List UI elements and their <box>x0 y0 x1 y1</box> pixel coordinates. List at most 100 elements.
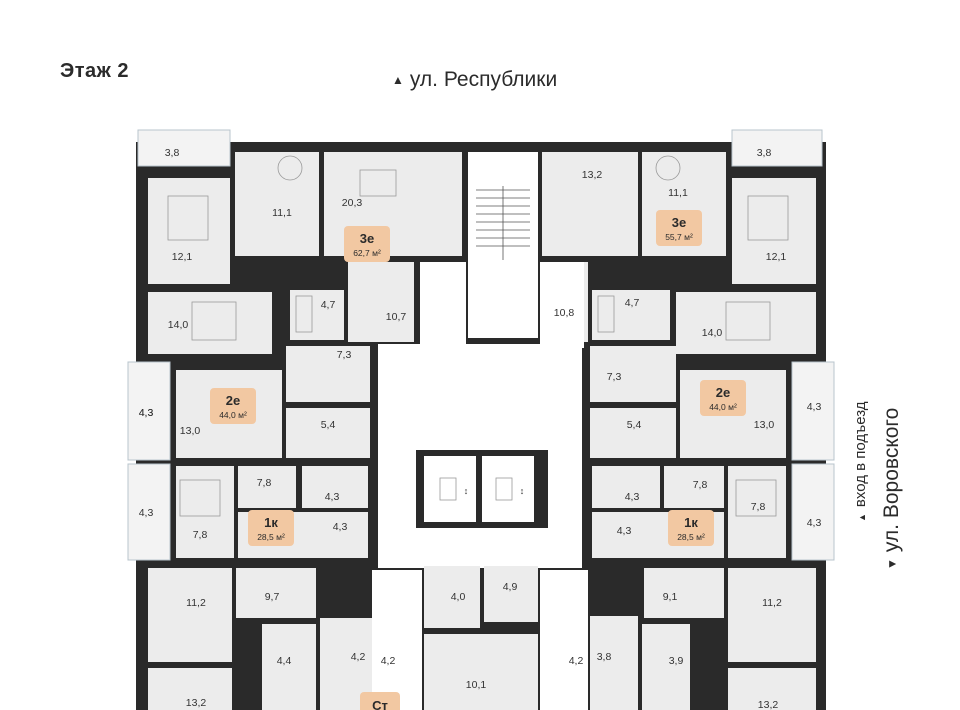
room-area: 4,2 <box>381 655 396 667</box>
room <box>148 178 230 284</box>
room-area: 3,8 <box>597 651 612 663</box>
room <box>148 668 232 710</box>
room-area: 12,1 <box>766 251 787 263</box>
room-area: 4,9 <box>503 581 518 593</box>
balcony <box>731 129 823 167</box>
room-area: 13,2 <box>582 169 603 181</box>
room-area: 4,3 <box>625 491 640 503</box>
room-area: 10,7 <box>386 311 407 323</box>
elevator-arrows-icon: ↕ <box>464 486 469 496</box>
room-area: 9,7 <box>265 591 280 603</box>
unit-type: 2е <box>716 385 730 400</box>
bathtub <box>295 295 313 333</box>
room-area: 9,1 <box>663 591 678 603</box>
balcony <box>791 463 835 561</box>
bed <box>191 301 237 341</box>
room-area: 4,3 <box>807 517 822 529</box>
room <box>484 566 538 622</box>
bed <box>735 479 777 517</box>
unit-area: 62,7 м² <box>353 248 381 258</box>
room <box>302 466 368 508</box>
unit-badge: 3е 55,7 м² <box>656 210 702 246</box>
bed <box>725 301 771 341</box>
balcony <box>127 463 171 561</box>
room-area: 4,7 <box>625 297 640 309</box>
corridor <box>540 570 588 710</box>
table <box>655 155 681 181</box>
room-area: 3,8 <box>757 147 772 159</box>
elevator-car <box>424 456 476 522</box>
unit-badge: 2е 44,0 м² <box>210 388 256 424</box>
room-area: 7,8 <box>693 479 708 491</box>
unit-area: 55,7 м² <box>665 232 693 242</box>
room <box>732 178 816 284</box>
room-area: 10,1 <box>466 679 487 691</box>
table <box>277 155 303 181</box>
bathtub <box>597 295 615 333</box>
street-label-top: ▲ ул. Республики <box>392 68 557 92</box>
unit-badge: 1к 28,5 м² <box>248 510 294 546</box>
bed <box>747 195 789 241</box>
room <box>590 346 676 402</box>
room-area: 4,7 <box>321 299 336 311</box>
room-area: 4,3 <box>139 507 154 519</box>
street-top-text: ул. Республики <box>409 68 558 91</box>
room <box>236 568 316 618</box>
room <box>286 408 370 458</box>
room-area: 3,9 <box>669 655 684 667</box>
room-area: 14,0 <box>702 327 723 339</box>
room-area: 11,2 <box>762 597 782 609</box>
room-area: 4,2 <box>351 651 366 663</box>
room-area: 7,3 <box>607 371 622 383</box>
room-area: 7,8 <box>751 501 766 513</box>
unit-type: Ст <box>372 698 388 710</box>
room-area: 14,0 <box>168 319 189 331</box>
bed <box>167 195 209 241</box>
balcony <box>791 361 835 461</box>
room-area: 4,3 <box>807 401 822 413</box>
room-area: 5,4 <box>321 419 336 431</box>
room-area: 11,2 <box>186 597 206 609</box>
room <box>664 466 724 508</box>
room-area: 4,3 <box>325 491 340 503</box>
room <box>590 408 676 458</box>
room-area: 4,0 <box>451 591 466 603</box>
balcony <box>127 361 171 461</box>
room-area: 4,2 <box>569 655 584 667</box>
room-area: 4,3 <box>139 407 154 419</box>
room <box>348 262 414 342</box>
elevator-door <box>495 477 513 501</box>
room <box>542 152 638 256</box>
balcony <box>137 129 231 167</box>
unit-type: 3е <box>360 231 374 246</box>
unit-area: 44,0 м² <box>219 410 247 420</box>
unit-area: 28,5 м² <box>677 532 705 542</box>
unit-badge: 1к 28,5 м² <box>668 510 714 546</box>
room-area: 13,2 <box>186 697 207 709</box>
arrow-up-icon: ▲ <box>392 73 404 87</box>
room <box>148 568 232 662</box>
room-area: 4,3 <box>333 521 348 533</box>
room-area: 13,2 <box>758 699 779 710</box>
room-area: 4,3 <box>139 407 154 419</box>
room <box>262 624 316 710</box>
sofa <box>359 169 397 197</box>
room <box>728 668 816 710</box>
room <box>238 466 296 508</box>
room <box>644 568 724 618</box>
room-area: 11,1 <box>668 187 688 199</box>
room <box>676 292 816 354</box>
unit-badge: 2е 44,0 м² <box>700 380 746 416</box>
room-area: 20,3 <box>342 197 363 209</box>
room-area: 5,4 <box>627 419 642 431</box>
bed <box>179 479 221 517</box>
room-area: 12,1 <box>172 251 193 263</box>
room <box>590 616 638 710</box>
room <box>148 292 272 354</box>
unit-type: 1к <box>684 515 698 530</box>
corridor <box>420 262 466 348</box>
room-labels: 3,8 11,1 12,1 20,3 13,2 11,1 3,8 12,1 4,… <box>139 147 822 710</box>
stair-steps <box>476 186 530 260</box>
room-area: 7,3 <box>337 349 352 361</box>
room <box>642 624 690 710</box>
